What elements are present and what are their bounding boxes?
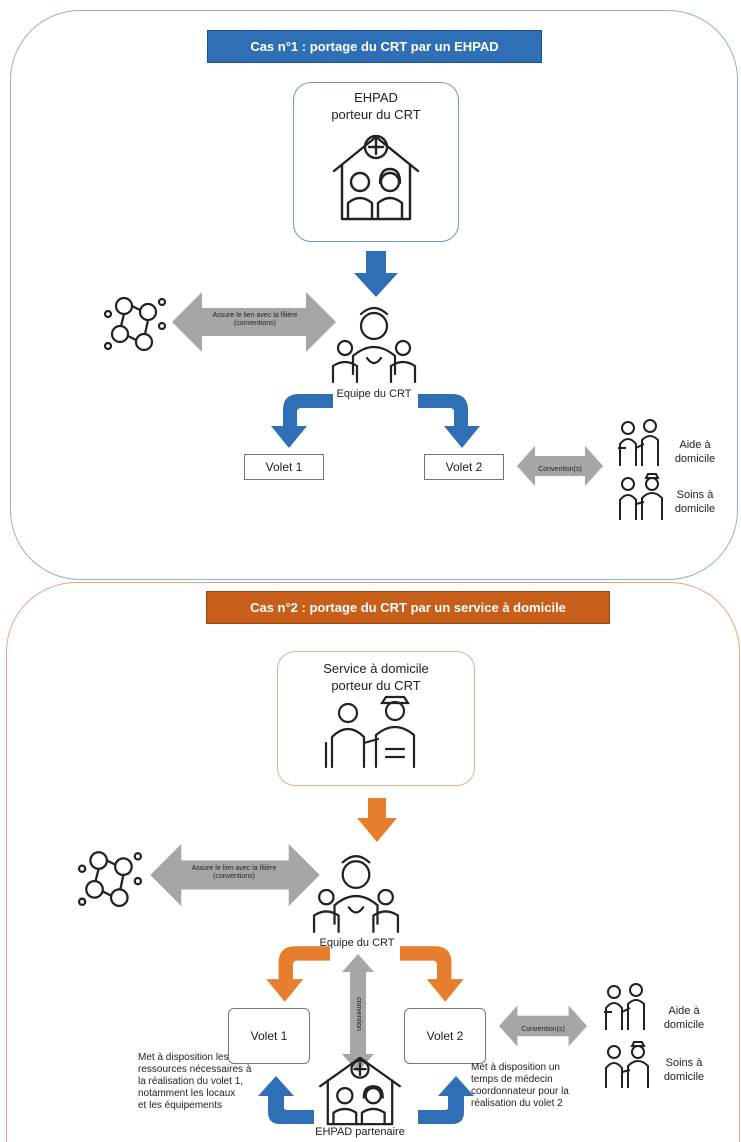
- left-up-arrow: [258, 1076, 314, 1124]
- case2-vertical-label: convention: [355, 997, 362, 1031]
- case1-porteur-line1: EHPAD: [354, 90, 398, 105]
- case1-panel: [10, 10, 738, 580]
- left-branch-arrow-orange: [266, 946, 330, 1002]
- case2-partner-label: EHPAD partenaire: [315, 1126, 405, 1138]
- link-double-arrow: [172, 292, 336, 352]
- case1-volet2: Volet 2: [424, 454, 504, 480]
- case1-title: Cas n°1 : portage du CRT par un EHPAD: [207, 30, 542, 63]
- convention-double-arrow: [517, 446, 603, 486]
- right-up-arrow: [418, 1076, 474, 1124]
- nursing-home-icon: [319, 1056, 401, 1126]
- left-note-line: la réalisation du volet 1,: [138, 1076, 244, 1087]
- case2-volet2: Volet 2: [404, 1008, 486, 1064]
- left-note-line: et les équipements: [138, 1100, 222, 1111]
- case1-convention-label: Convention(s): [538, 466, 582, 473]
- case2-left-note: Met à disposition les ressources nécessa…: [138, 1052, 268, 1112]
- home-care-icon: [619, 473, 663, 520]
- convention-double-arrow: [499, 1005, 587, 1047]
- case2-aide-line1: Aide à: [668, 1005, 700, 1017]
- link-double-arrow: [150, 844, 320, 906]
- case1-link-line2: (conventions): [233, 320, 277, 327]
- left-note-line: ressources nécessaires à: [138, 1064, 252, 1075]
- case2-title: Cas n°2 : portage du CRT par un service …: [206, 591, 610, 624]
- left-branch-arrow: [271, 394, 333, 448]
- care-team-icon: [331, 306, 417, 384]
- case2-link-line1: Assure le lien avec la filière: [191, 865, 277, 872]
- down-arrow-icon-orange: [357, 798, 397, 842]
- case1-porteur-box: EHPAD porteur du CRT: [293, 82, 459, 242]
- case1-soins-line2: domicile: [674, 503, 716, 515]
- right-branch-arrow-orange: [400, 946, 464, 1002]
- network-icon: [103, 296, 167, 352]
- right-note-line: temps de médecin: [471, 1074, 553, 1085]
- left-note-line: Met à disposition les: [138, 1052, 229, 1063]
- left-note-line: notamment les locaux: [138, 1088, 236, 1099]
- case2-porteur-line2: porteur du CRT: [331, 678, 421, 693]
- home-care-icon: [605, 1041, 649, 1088]
- care-team-icon: [312, 855, 400, 934]
- case2-soins-line2: domicile: [663, 1071, 705, 1083]
- case2-porteur-line1: Service à domicile: [323, 661, 429, 676]
- case2-porteur-box: Service à domicile porteur du CRT: [277, 651, 475, 786]
- network-icon: [77, 851, 143, 908]
- case1-volet1: Volet 1: [244, 454, 324, 480]
- case1-soins-line1: Soins à: [676, 489, 714, 501]
- case2-link-line2: (conventions): [212, 873, 256, 880]
- home-care-service-icon: [324, 695, 416, 769]
- right-note-line: coordonnateur pour la: [471, 1086, 569, 1097]
- vertical-convention-arrow: [342, 954, 374, 1072]
- case2-panel: [6, 582, 740, 1142]
- case1-team-label: Equipe du CRT: [336, 388, 412, 400]
- home-help-icon: [604, 983, 645, 1030]
- home-help-icon: [618, 419, 659, 466]
- case2-team-label: Equipe du CRT: [319, 937, 395, 949]
- case2-soins-line1: Soins à: [665, 1057, 703, 1069]
- case2-right-note: Met à disposition un temps de médecin co…: [471, 1062, 601, 1110]
- right-branch-arrow: [418, 394, 480, 448]
- case2-aide-line2: domicile: [663, 1019, 705, 1031]
- case1-aide-line1: Aide à: [679, 439, 711, 451]
- right-note-line: réalisation du volet 2: [471, 1098, 563, 1109]
- case2-volet1: Volet 1: [228, 1008, 310, 1064]
- case1-link-line1: Assure le lien avec la filière: [212, 312, 298, 319]
- nursing-home-icon: [332, 134, 420, 221]
- right-note-line: Met à disposition un: [471, 1062, 560, 1073]
- case2-convention-label: Convention(s): [521, 1026, 565, 1033]
- down-arrow-icon: [354, 251, 398, 297]
- case1-porteur-line2: porteur du CRT: [331, 107, 421, 122]
- case1-aide-line2: domicile: [674, 453, 716, 465]
